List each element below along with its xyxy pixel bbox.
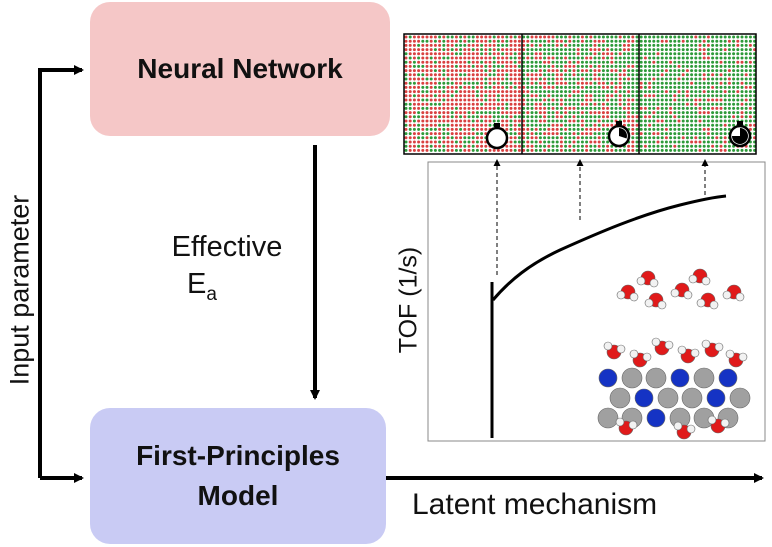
input-parameter-arrow-top [38, 65, 84, 478]
hydrogen-atom [616, 290, 626, 300]
hydrogen-atom [738, 352, 748, 362]
hydrogen-atom [649, 278, 659, 288]
hydrogen-atom [657, 300, 667, 310]
hydrogen-atom [735, 292, 745, 302]
hydrogen-atom [629, 292, 639, 302]
hydrogen-atom [720, 418, 730, 428]
lattice-snapshots [404, 35, 756, 152]
hydrogen-atom [636, 276, 646, 286]
metal-atom-blue [670, 368, 690, 388]
hydrogen-atom [690, 348, 700, 358]
hydrogen-atom [629, 349, 639, 359]
hydrogen-atom [688, 274, 698, 284]
tof-curve [490, 194, 727, 438]
hydrogen-atom [677, 345, 687, 355]
hydrogen-atom [686, 424, 696, 434]
effective-label: Effective [171, 231, 283, 263]
stopwatch-icon [485, 123, 509, 150]
first-principles-label-line1: First-Principles [136, 440, 340, 471]
hydrogen-atom [709, 300, 719, 310]
metal-atom-gray [609, 387, 631, 409]
metal-atom-blue [706, 388, 726, 408]
metal-atom-gray [597, 407, 619, 429]
metal-atom-gray [657, 387, 679, 409]
hydrogen-atom [644, 298, 654, 308]
metal-atom-gray [681, 387, 703, 409]
hydrogen-atom [615, 417, 625, 427]
hydrogen-atom [707, 415, 717, 425]
neural-network-label: Neural Network [137, 53, 343, 84]
stopwatch-icon [728, 121, 752, 148]
metal-atom-blue [634, 388, 654, 408]
metal-atom-gray [693, 367, 715, 389]
hydrogen-atom [722, 290, 732, 300]
first-principles-model-box: First-Principles Model [90, 408, 386, 544]
metal-atom-blue [598, 368, 618, 388]
metal-atom-gray [729, 387, 751, 409]
molecular-structure-inset [597, 268, 751, 440]
hydrogen-atom [673, 421, 683, 431]
hydrogen-atom [701, 276, 711, 286]
metal-atom-gray [621, 367, 643, 389]
hydrogen-atom [664, 340, 674, 350]
hydrogen-atom [603, 341, 613, 351]
hydrogen-atom [714, 342, 724, 352]
metal-atom-gray [645, 367, 667, 389]
hydrogen-atom [696, 298, 706, 308]
hydrogen-atom [642, 352, 652, 362]
metal-atom-blue [646, 408, 666, 428]
hydrogen-atom [670, 288, 680, 298]
stopwatch-icon [607, 121, 631, 148]
hydrogen-atom [628, 420, 638, 430]
hydrogen-atom [701, 339, 711, 349]
neural-network-box: Neural Network [90, 2, 390, 136]
hydrogen-atom [616, 344, 626, 354]
first-principles-label-line2: Model [197, 480, 279, 511]
hydrogen-atom [651, 337, 661, 347]
lattice-frame [403, 33, 757, 155]
metal-atom-blue [718, 368, 738, 388]
hydrogen-atom [683, 290, 693, 300]
ea-label: Ea [187, 268, 217, 305]
latent-mechanism-label: Latent mechanism [412, 488, 658, 521]
hydrogen-atom [725, 349, 735, 359]
